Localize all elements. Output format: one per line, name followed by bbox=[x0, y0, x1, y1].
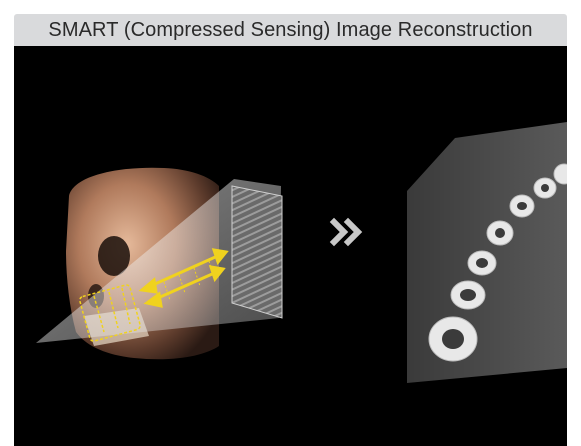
ct-axial-slice bbox=[407, 122, 567, 383]
illustration bbox=[14, 46, 567, 446]
image-panel bbox=[14, 46, 567, 446]
panoramic-slice bbox=[232, 186, 282, 318]
figure-title-bar: SMART (Compressed Sensing) Image Reconst… bbox=[14, 14, 567, 46]
double-chevron-right-icon bbox=[334, 222, 358, 242]
figure-title: SMART (Compressed Sensing) Image Reconst… bbox=[48, 19, 532, 42]
